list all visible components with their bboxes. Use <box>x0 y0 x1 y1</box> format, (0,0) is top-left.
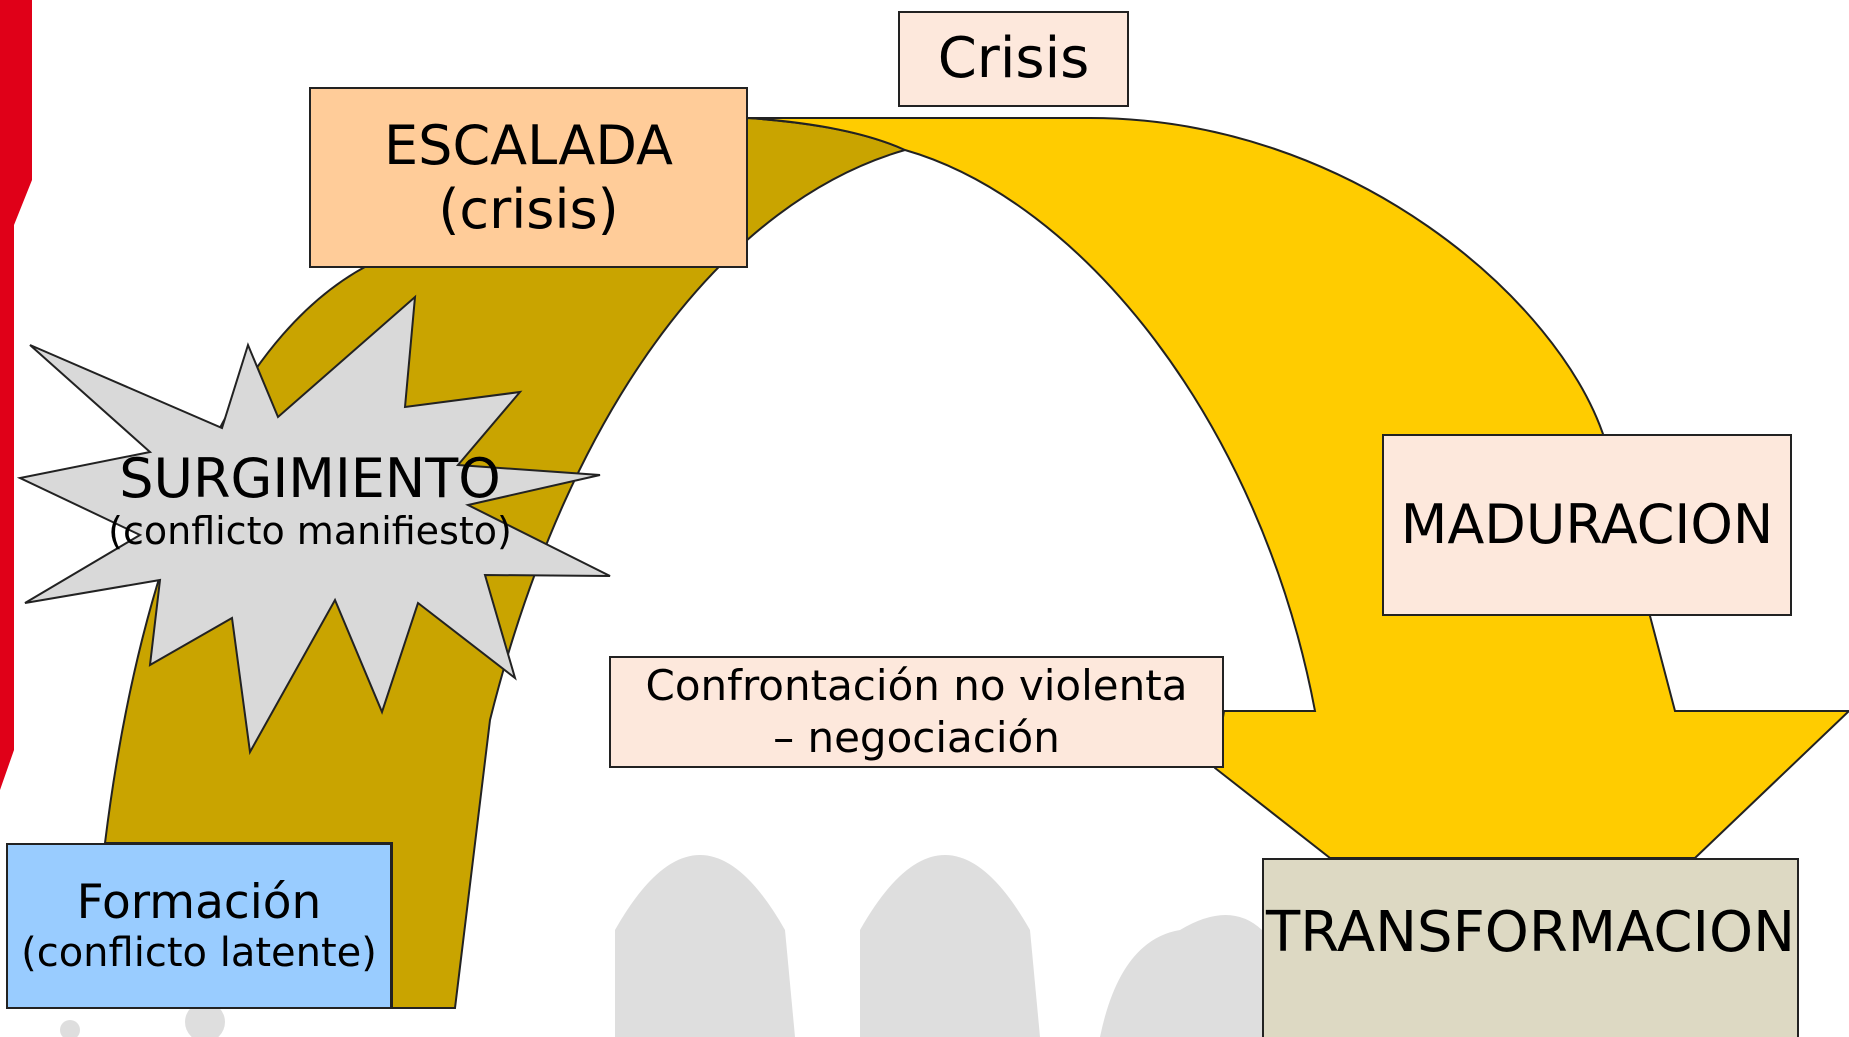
confrontacion-box: Confrontación no violenta – negociación <box>609 656 1224 768</box>
transformacion-label: TRANSFORMACION <box>1265 899 1796 965</box>
escalada-subtitle: (crisis) <box>438 177 619 241</box>
silhouette-tree <box>1100 915 1262 1037</box>
escalada-title: ESCALADA <box>384 113 673 177</box>
silhouette-figure-small <box>60 1020 80 1037</box>
falling-arrow <box>747 117 1849 859</box>
formacion-box: Formación (conflicto latente) <box>6 843 392 1009</box>
confrontacion-line2: – negociación <box>773 713 1060 762</box>
surgimiento-subtitle: (conflicto manifiesto) <box>108 509 512 554</box>
silhouette-dome-left <box>615 855 795 1037</box>
red-edge-bar <box>0 0 32 790</box>
surgimiento-label: SURGIMIENTO (conflicto manifiesto) <box>60 447 560 554</box>
formacion-title: Formación <box>76 874 322 930</box>
silhouette-dome-right <box>860 855 1040 1037</box>
surgimiento-starburst <box>16 294 611 756</box>
surgimiento-title: SURGIMIENTO <box>119 447 501 510</box>
escalada-box: ESCALADA (crisis) <box>309 87 748 268</box>
background-silhouettes <box>60 855 1262 1037</box>
crisis-box: Crisis <box>898 11 1129 107</box>
crisis-label: Crisis <box>937 25 1090 91</box>
maduracion-box: MADURACION <box>1382 434 1792 616</box>
confrontacion-line1: Confrontación no violenta <box>645 660 1188 710</box>
formacion-subtitle: (conflicto latente) <box>21 930 377 977</box>
silhouette-figure-head <box>185 1002 225 1037</box>
transformacion-box: TRANSFORMACION <box>1262 858 1799 1037</box>
maduracion-label: MADURACION <box>1400 493 1774 557</box>
